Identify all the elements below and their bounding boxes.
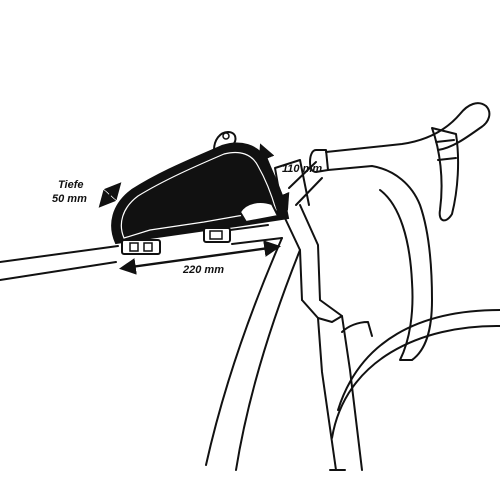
fork-crown-detail bbox=[317, 315, 343, 323]
height-value-label: 110 mm bbox=[282, 163, 323, 175]
top-tube-bag bbox=[111, 130, 290, 255]
stem-clamp bbox=[309, 149, 329, 173]
front-brake bbox=[341, 321, 373, 337]
depth-value-label: 50 mm bbox=[52, 193, 87, 205]
depth-arrow bbox=[98, 182, 122, 208]
depth-word-label: Tiefe bbox=[58, 179, 84, 191]
head-tube bbox=[282, 204, 321, 301]
height-arrow bbox=[258, 143, 290, 211]
fork bbox=[301, 299, 363, 471]
brake-lever bbox=[431, 127, 460, 222]
front-wheel bbox=[329, 309, 500, 471]
top-tube bbox=[0, 224, 283, 281]
length-arrow bbox=[119, 240, 281, 275]
handlebar bbox=[325, 102, 491, 361]
length-value-label: 220 mm bbox=[183, 264, 224, 276]
